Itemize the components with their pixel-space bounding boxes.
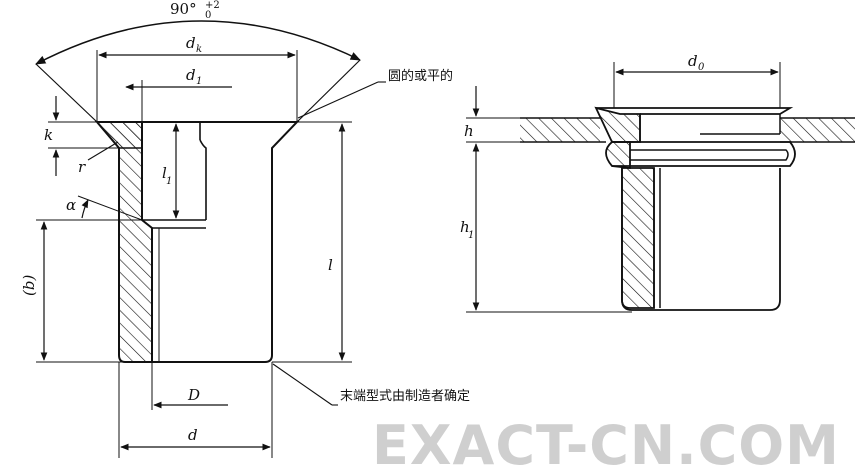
l-label: l	[328, 256, 333, 274]
l1-label: l	[162, 164, 167, 182]
d1-sub: 1	[196, 76, 202, 87]
rivet-body	[621, 167, 655, 309]
l1-sub: 1	[166, 176, 172, 187]
alpha-label: α	[66, 196, 76, 214]
h1-sub: 1	[468, 230, 474, 241]
angle-tol-lower: 0	[205, 10, 211, 21]
note-end-shape: 末端型式由制造者确定	[340, 389, 470, 404]
dk-sub: k	[196, 44, 202, 55]
d-label: d	[188, 426, 198, 444]
head-section	[95, 121, 143, 149]
plate-right	[780, 118, 855, 142]
d0-label: d	[688, 52, 698, 70]
plate-left	[520, 118, 600, 142]
left-wall-section	[94, 121, 153, 363]
k-label: k	[44, 126, 53, 144]
angle-label: 90°	[170, 0, 197, 18]
dk-label: d	[186, 34, 196, 52]
angle-arc	[35, 20, 361, 65]
h-label: h	[464, 122, 474, 140]
watermark: EXACT-CN.COM	[372, 414, 840, 476]
D-label: D	[187, 386, 200, 404]
note-round-or-flat: 圆的或平的	[388, 68, 453, 84]
d0-sub: 0	[698, 62, 705, 73]
right-installed-view: d 0 h h 1	[460, 52, 855, 313]
d1-label: d	[186, 66, 196, 84]
angle-tol-upper: +2	[205, 0, 220, 11]
h1-label: h	[460, 218, 470, 236]
rivet-bulge	[605, 141, 631, 170]
b-label: (b)	[20, 275, 38, 296]
r-label: r	[78, 158, 86, 176]
rivet-head	[594, 106, 641, 143]
left-section-view: 90° +2 0 d k d 1 k r l 1 α	[20, 0, 470, 458]
body-outline	[97, 121, 300, 363]
